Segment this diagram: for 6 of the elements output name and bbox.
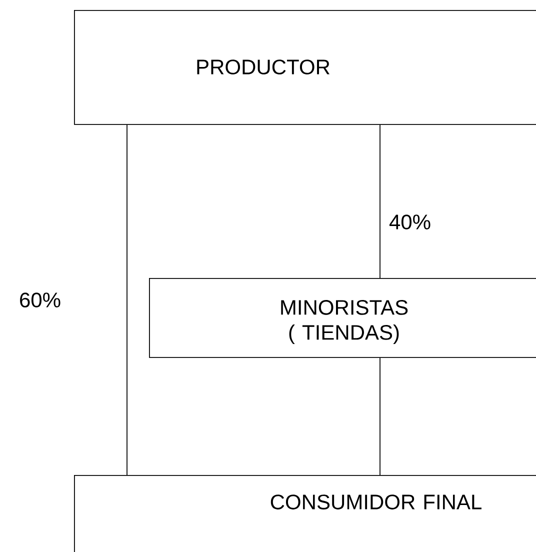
process-box: MINORISTAS ( TIENDAS) xyxy=(149,278,536,358)
edge-label: 40% xyxy=(388,214,432,230)
connector-line xyxy=(126,124,128,476)
process-box: PRODUCTOR xyxy=(74,10,536,125)
process-box: CONSUMIDOR FINAL xyxy=(74,475,536,552)
edge-label: 60% xyxy=(18,292,62,308)
